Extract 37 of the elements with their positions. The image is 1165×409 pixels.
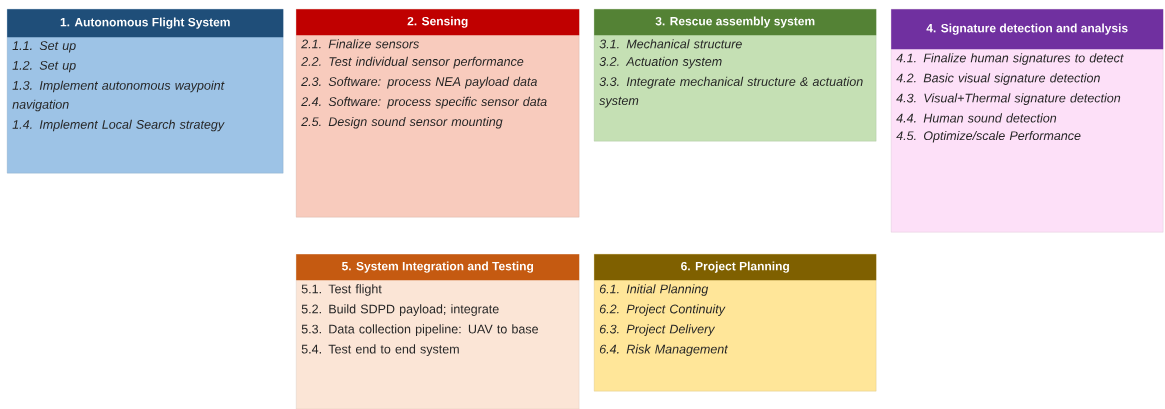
panel-header: 4. Signature detection and analysis — [891, 9, 1164, 50]
panel-header: 6. Project Planning — [594, 254, 877, 281]
list-item: 2.4. Software: process specific sensor data — [301, 96, 547, 109]
list-item: 3.1. Mechanical structure — [599, 39, 742, 49]
list-item: 3.2. Actuation system — [599, 56, 722, 69]
list-item: 2.2. Test individual sensor performance — [301, 56, 524, 69]
list-item: 1.4. Implement Local Search strategy — [12, 119, 225, 132]
list-item: 4.1. Finalize human signatures to detect — [896, 53, 1124, 65]
panel-header: 2. Sensing — [296, 9, 580, 36]
list-item: 2.5. Design sound sensor mounting — [301, 116, 503, 129]
list-item: 5.2. Build SDPD payload; integrate — [301, 304, 499, 316]
panel-header: 1. Autonomous Flight System — [7, 9, 284, 38]
list-item: 4.5. Optimize/scale Performance — [896, 130, 1081, 143]
list-item: 5.1. Test flight — [301, 284, 382, 296]
list-item: 2.1. Finalize sensors — [301, 39, 420, 49]
list-item: 5.3. Data collection pipeline: UAV to base — [301, 324, 538, 336]
panel — [594, 254, 877, 392]
list-item: 1.2. Set up — [12, 60, 76, 73]
list-item: 5.4. Test end to end system — [301, 344, 459, 356]
panel-header: 5. System Integration and Testing — [296, 254, 580, 281]
panel-header: 3. Rescue assembly system — [594, 9, 877, 36]
list-item: 4.2. Basic visual signature detection — [896, 73, 1100, 85]
list-item: 6.3. Project Delivery — [599, 324, 716, 336]
panel — [296, 254, 580, 409]
list-item: 1.3. Implement autonomous waypoint navigation — [12, 80, 225, 112]
list-item: 3.3. Integrate mechanical structure & actuation system — [599, 76, 863, 108]
list-item: 6.4. Risk Management — [599, 344, 729, 356]
panel — [891, 9, 1164, 233]
list-item: 4.3. Visual+Thermal signature detection — [896, 93, 1121, 105]
panel — [7, 9, 284, 174]
panel — [296, 9, 580, 218]
list-item: 6.2. Project Continuity — [599, 304, 726, 316]
list-item: 6.1. Initial Planning — [599, 284, 709, 296]
list-item: 1.1. Set up — [12, 41, 76, 53]
panel — [594, 9, 877, 142]
list-item: 4.4. Human sound detection — [896, 113, 1057, 123]
list-item: 2.3. Software: process NEA payload data — [301, 76, 537, 89]
